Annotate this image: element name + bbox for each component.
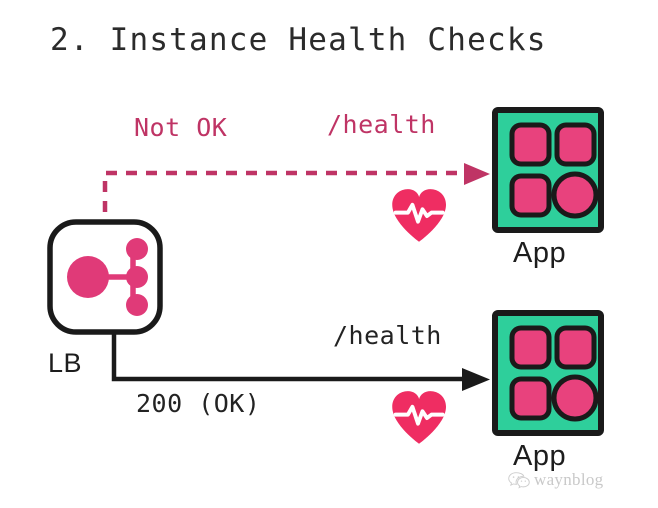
flow-top-arrowhead	[464, 163, 490, 185]
watermark: waynblog	[508, 470, 603, 490]
app-grid-icon-bottom	[492, 310, 604, 436]
lb-node-label: LB	[48, 348, 83, 378]
app-grid-icon-top	[492, 107, 604, 233]
lb-child-node-2	[126, 266, 148, 288]
lb-child-node-3	[126, 294, 148, 316]
flow-top-dashed-path	[102, 163, 490, 232]
flow-bottom-arrowhead	[462, 368, 490, 391]
app-bottom-node-label: App	[513, 440, 567, 472]
heartbeat-icon-top	[392, 189, 446, 242]
lb-child-node-1	[126, 238, 148, 260]
app-top-node-label: App	[513, 237, 567, 269]
page-title: 2. Instance Health Checks	[50, 22, 547, 58]
flow-bottom-request-label: /health	[333, 321, 442, 350]
flow-bottom-solid-path	[111, 330, 490, 391]
lb-primary-node	[67, 256, 109, 298]
heartbeat-icon-bottom	[392, 391, 446, 444]
flow-top-response-label: Not OK	[134, 113, 228, 142]
load-balancer-icon	[47, 219, 163, 335]
flow-bottom-response-label: 200 (OK)	[136, 389, 261, 418]
wechat-icon	[508, 472, 530, 489]
watermark-text: waynblog	[534, 470, 604, 489]
flow-top-request-label: /health	[327, 110, 436, 139]
